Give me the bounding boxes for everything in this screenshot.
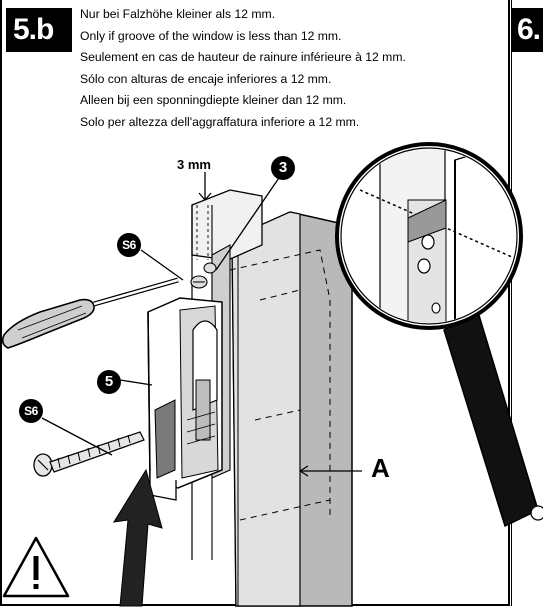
note-fr: Seulement en cas de hauteur de rainure i…	[80, 50, 406, 64]
note-es: Sólo con alturas de encaje inferiores a …	[80, 71, 332, 86]
note-de: Nur bei Falzhöhe kleiner als 12 mm.	[80, 7, 276, 21]
lock-housing	[147, 297, 223, 501]
warning-triangle-icon	[2, 536, 70, 598]
note-nl: Alleen bij een sponningdiepte kleiner da…	[80, 93, 347, 107]
next-step-frame	[511, 0, 543, 606]
dimension-label: 3 mm	[177, 157, 211, 172]
leader-lines	[41, 171, 362, 477]
callout-part-3: 3	[271, 156, 295, 180]
wood-screw	[33, 431, 145, 477]
instruction-notes: Nur bei Falzhöhe kleiner als 12 mm. Only…	[80, 4, 406, 133]
magnifier-icon	[335, 142, 539, 528]
callout-screw-lower: S6	[19, 399, 43, 423]
hidden-outlines	[229, 249, 331, 521]
window-frame	[231, 211, 353, 607]
next-step-badge: 6.	[511, 8, 543, 52]
screwdriver-icon	[1, 277, 179, 349]
note-en: Only if groove of the window is less tha…	[80, 28, 342, 43]
step-badge: 5.b	[6, 8, 72, 52]
note-it: Solo per altezza dell'aggraffatura infer…	[80, 114, 360, 129]
callout-screw-upper: S6	[117, 233, 141, 257]
callout-part-5: 5	[97, 370, 121, 394]
push-arrow-icon	[113, 468, 163, 607]
top-screws	[190, 262, 217, 289]
label-a: A	[371, 453, 390, 483]
next-step-detail	[530, 505, 543, 521]
